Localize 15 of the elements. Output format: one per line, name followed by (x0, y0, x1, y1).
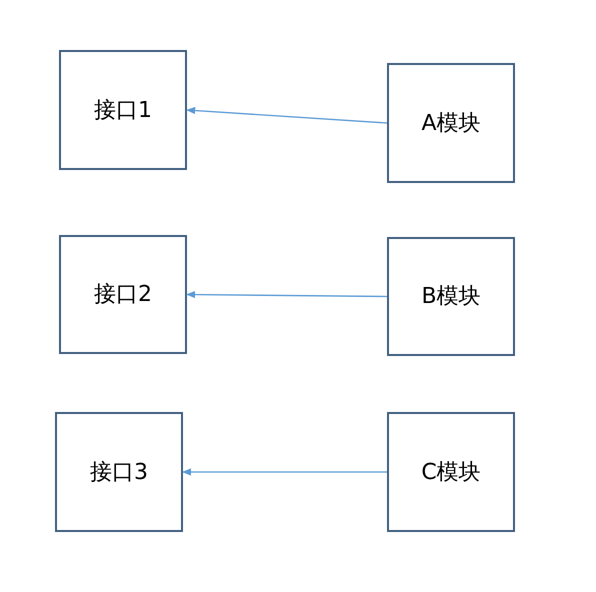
process-box (59, 50, 187, 170)
arrow (182, 468, 387, 476)
box-label: A模块 (421, 110, 481, 138)
process-box (59, 235, 187, 354)
arrow (186, 106, 388, 124)
process-box (387, 237, 515, 356)
box-label: 接口1 (94, 96, 152, 124)
process-box (387, 412, 515, 532)
box-label: C模块 (421, 458, 481, 486)
box-label: B模块 (421, 283, 481, 311)
process-box (55, 412, 183, 532)
box-label: 接口2 (94, 281, 152, 309)
box-label: 接口3 (90, 458, 148, 486)
process-box (387, 63, 515, 183)
arrow (186, 290, 387, 298)
